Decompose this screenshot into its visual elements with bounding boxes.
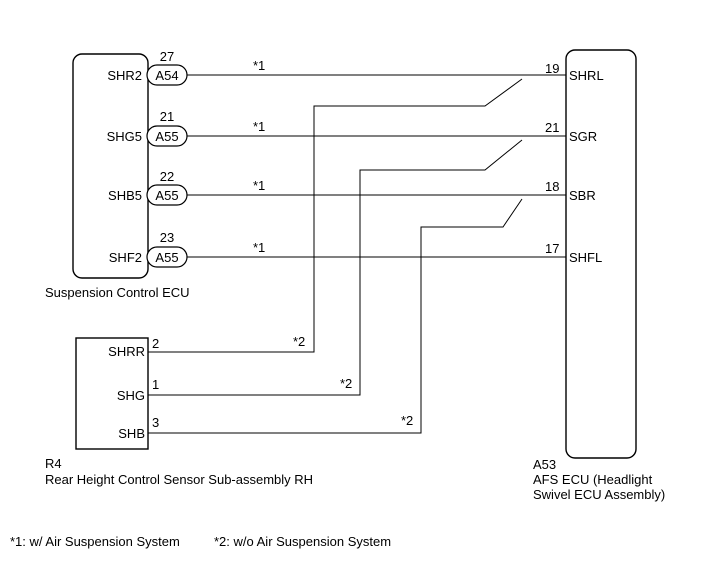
- wire-shg-sgr: [148, 139, 523, 396]
- wire-note-1c: *1: [253, 178, 265, 193]
- afs-ecu-code: A53: [533, 457, 556, 472]
- connector-a54-label: A54: [155, 68, 178, 83]
- wire-note-1d: *1: [253, 240, 265, 255]
- wire-note-1b: *1: [253, 119, 265, 134]
- suspension-ecu-pin-label-shf2: SHF2: [109, 250, 142, 265]
- suspension-pin-21: 21: [160, 109, 174, 124]
- wire-shb-sbr: [148, 198, 523, 434]
- afs-ecu-name-line2: Swivel ECU Assembly): [533, 487, 665, 502]
- sensor-pin-2: 2: [152, 336, 159, 351]
- wire-note-2a: *2: [293, 334, 305, 349]
- suspension-pin-23: 23: [160, 230, 174, 245]
- sensor-pin-3: 3: [152, 415, 159, 430]
- afs-ecu-pin-label-shfl: SHFL: [569, 250, 602, 265]
- sensor-pin-label-shb: SHB: [118, 426, 145, 441]
- sensor-name: Rear Height Control Sensor Sub-assembly …: [45, 472, 313, 487]
- suspension-ecu-pin-label-shg5: SHG5: [107, 129, 142, 144]
- footnote-2: *2: w/o Air Suspension System: [214, 534, 391, 549]
- suspension-ecu-pin-label-shb5: SHB5: [108, 188, 142, 203]
- suspension-pin-22: 22: [160, 169, 174, 184]
- afs-ecu-name-line1: AFS ECU (Headlight: [533, 472, 653, 487]
- connector-a55-label-3: A55: [155, 250, 178, 265]
- connector-a55-label-1: A55: [155, 129, 178, 144]
- wire-shrr-shrl: [148, 78, 523, 353]
- wire-note-2c: *2: [401, 413, 413, 428]
- suspension-ecu-name: Suspension Control ECU: [45, 285, 190, 300]
- afs-pin-21: 21: [545, 120, 559, 135]
- afs-ecu-box: [565, 49, 637, 459]
- sensor-pin-1: 1: [152, 377, 159, 392]
- afs-pin-19: 19: [545, 61, 559, 76]
- footnote-1: *1: w/ Air Suspension System: [10, 534, 180, 549]
- wire-note-1a: *1: [253, 58, 265, 73]
- suspension-ecu-pin-label-shr2: SHR2: [107, 68, 142, 83]
- sensor-pin-label-shrr: SHRR: [108, 344, 145, 359]
- sensor-code: R4: [45, 456, 62, 471]
- height-sensor-box: [75, 337, 149, 450]
- afs-pin-18: 18: [545, 179, 559, 194]
- connector-a55-label-2: A55: [155, 188, 178, 203]
- suspension-pin-27: 27: [160, 49, 174, 64]
- suspension-ecu-box: [72, 53, 149, 279]
- afs-ecu-pin-label-sbr: SBR: [569, 188, 596, 203]
- wire-note-2b: *2: [340, 376, 352, 391]
- afs-ecu-pin-label-sgr: SGR: [569, 129, 597, 144]
- sensor-pin-label-shg: SHG: [117, 388, 145, 403]
- afs-pin-17: 17: [545, 241, 559, 256]
- afs-ecu-pin-label-shrl: SHRL: [569, 68, 604, 83]
